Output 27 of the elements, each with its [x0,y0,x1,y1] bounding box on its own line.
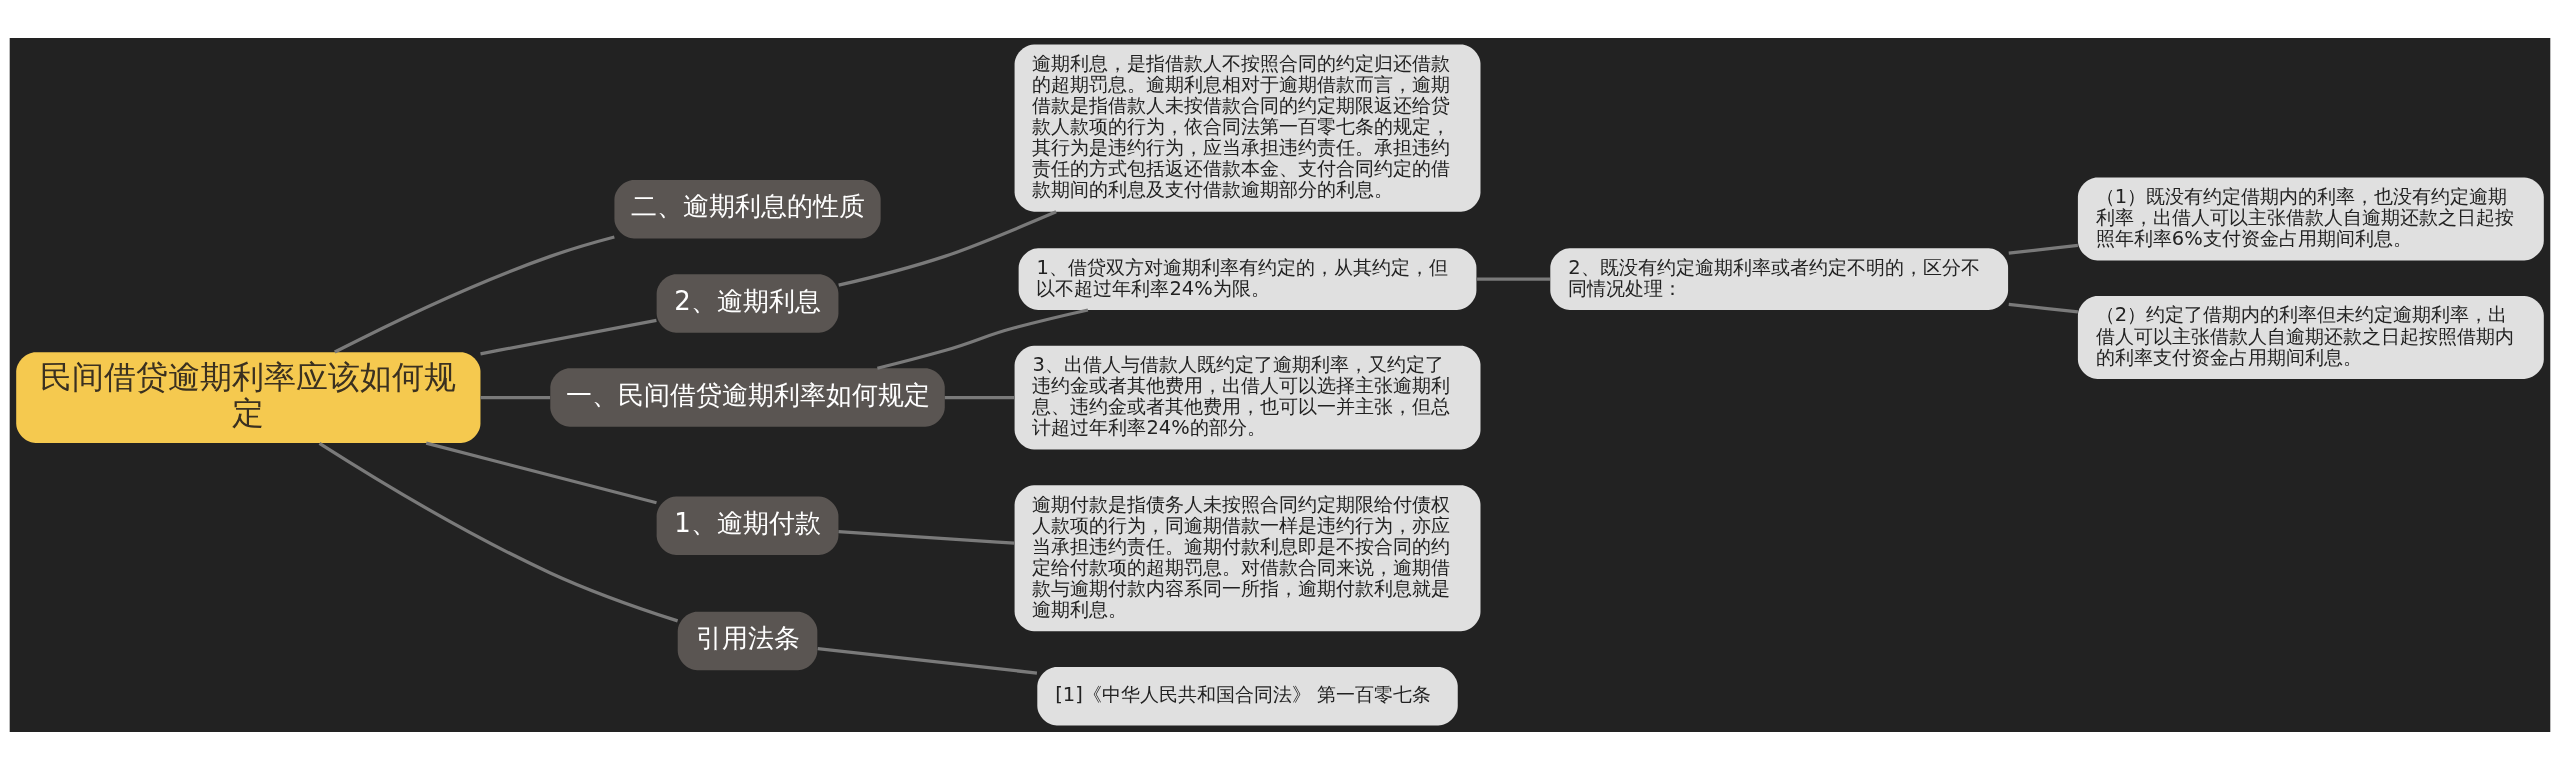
node-box: （2）约定了借期内的利率但未约定逾期利率，出借人可以主张借款人自逾期还款之日起按照借期内的利率支付资金占用期间利息。 [2077,295,2544,379]
node-box: [1]《中华人民共和国合同法》 第一百零七条 [1037,666,1458,725]
connector [817,646,1038,675]
node-box: 2、逾期利息 [656,273,839,333]
connector [425,441,657,504]
connector [944,395,1015,399]
connector [334,234,615,353]
connector [838,209,1057,287]
node-box: 1、逾期付款 [656,496,839,555]
node-box: 逾期利息，是指借款人不按照合同的约定归还借款的超期罚息。逾期利息相对于逾期借款而言，逾期借款是指借款人未按借款合同的约定期限返还给贷款人款项的行为，依合同法第一百零七条的规定，其行为是违约行为，应当承担违约责任。承担违约责任的方式包括返还借款本金、支付合同约定的借款期间的利息及支付借款逾期部分的利息。 [1014,44,1481,212]
node-box: 民间借贷逾期利率应该如何规定 [16,351,481,443]
connector [2008,302,2079,314]
connector [318,441,679,622]
connector [1477,276,1550,281]
node-box: 二、逾期利息的性质 [614,179,881,238]
node-box: 一、民间借贷逾期利率如何规定 [550,367,945,427]
connector [480,395,551,399]
node-box: 引用法条 [677,611,818,670]
node-box: （1）既没有约定借期内的利率，也没有约定逾期利率，出借人可以主张借款人自逾期还款之日起按照年利率6%支付资金占用期间利息。 [2077,177,2544,260]
connector [2008,243,2079,255]
connector [480,318,657,355]
node-box: 1、借贷双方对逾期利率有约定的，从其约定，但以不超过年利率24%为限。 [1018,247,1477,310]
node-box: 2、既没有约定逾期利率或者约定不明的，区分不同情况处理： [1550,247,2009,310]
connector [877,307,1089,370]
node-box: 逾期付款是指债务人未按照合同约定期限给付债权人款项的行为，同逾期借款一样是违约行为，亦应当承担违约责任。逾期付款利息即是不按合同的约定给付款项的超期罚息。对借款合同来说，逾期借款与逾期付款内容系同一所指，逾期付款利息就是逾期利息。 [1014,484,1481,631]
connector [838,529,1015,545]
node-box: 3、出借人与借款人既约定了逾期利率，又约定了违约金或者其他费用，出借人可以选择主张逾期利息、违约金或者其他费用，也可以一并主张，但总计超过年利率24%的部分。 [1014,345,1481,450]
